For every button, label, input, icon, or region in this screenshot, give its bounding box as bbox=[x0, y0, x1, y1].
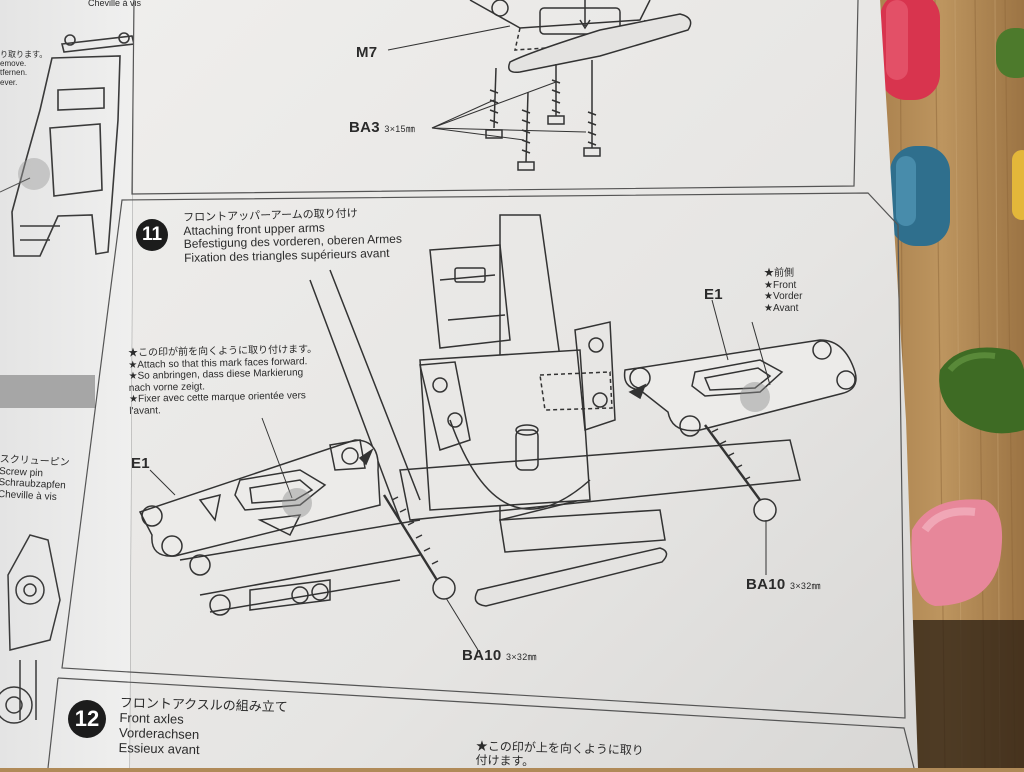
step12-number-badge: 12 bbox=[68, 700, 106, 738]
arm-label-left-e1: E1 bbox=[131, 455, 150, 472]
left-arm-drawing bbox=[11, 32, 135, 257]
step12-title-block: フロントアクスルの組み立て Front axles Vorderachsen E… bbox=[118, 695, 288, 757]
step12-frame bbox=[57, 677, 915, 768]
gray-tab bbox=[0, 375, 95, 408]
step11-drawing bbox=[138, 214, 857, 651]
step11-leader-lines bbox=[149, 299, 771, 651]
screw-label-ba10-right: BA10 3×32㎜ bbox=[746, 576, 821, 593]
top-step-drawing bbox=[387, 0, 692, 171]
screw-label-ba10-bottom: BA10 3×32㎜ bbox=[462, 647, 537, 664]
forward-mark-right bbox=[740, 382, 770, 412]
ba10-screws bbox=[382, 424, 777, 600]
ba3-code: BA3 bbox=[349, 119, 380, 136]
ba10-right-size: 3×32㎜ bbox=[790, 581, 821, 591]
step11-frame bbox=[61, 192, 906, 719]
left-screw-pin-drawing bbox=[0, 534, 61, 724]
screw-label-ba3: BA3 3×15㎜ bbox=[349, 119, 415, 136]
left-top-caption: Cheville à vis bbox=[88, 0, 142, 8]
forward-mark-left bbox=[282, 488, 312, 518]
step12-note: ★この印が上を向くように取り 付けます。 bbox=[475, 739, 644, 769]
ba10-right-code: BA10 bbox=[746, 576, 786, 593]
rubber-pieces bbox=[880, 0, 1024, 606]
arm-label-right-e1: E1 bbox=[704, 286, 723, 303]
left-screw-caption: スクリューピン Screw pin Schraubzapfen Cheville… bbox=[0, 454, 70, 503]
top-step-frame bbox=[131, 0, 859, 195]
step11-title-block: フロントアッパーアームの取り付け Attaching front upper a… bbox=[183, 207, 403, 266]
mark-note: ★この印が前を向くように取り付けます。 ★Attach so that this… bbox=[128, 344, 318, 417]
step11-number-badge: 11 bbox=[136, 219, 168, 251]
part-label-m7: M7 bbox=[356, 44, 378, 61]
ba10-bottom-code: BA10 bbox=[462, 647, 502, 664]
front-note: ★前側 ★Front ★Vorder ★Avant bbox=[764, 268, 803, 314]
ba3-leader-lines bbox=[387, 25, 587, 141]
ba10-bottom-size: 3×32㎜ bbox=[506, 652, 537, 662]
ba3-size: 3×15㎜ bbox=[384, 124, 416, 134]
left-page bbox=[0, 0, 136, 768]
ba3-screws bbox=[485, 60, 601, 171]
left-mid-note: り取ります。 emove. tfernen. ever. bbox=[0, 50, 48, 87]
